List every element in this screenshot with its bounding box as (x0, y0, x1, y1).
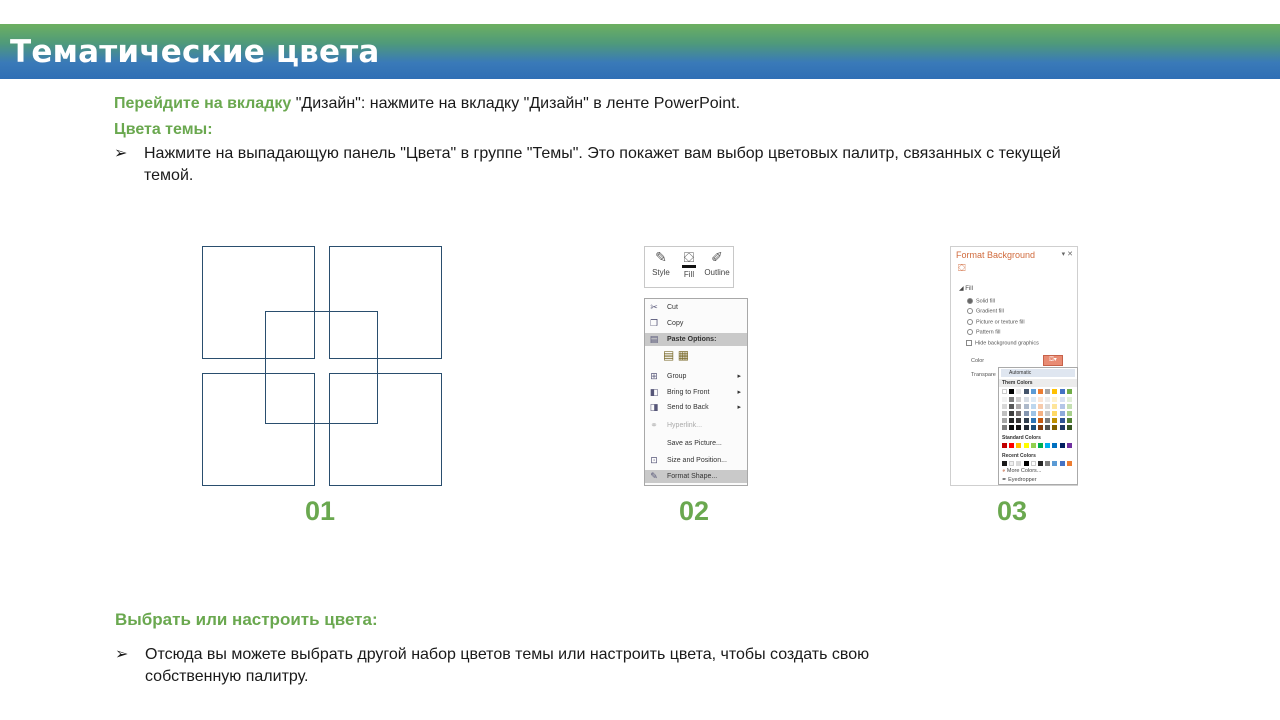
recent-color-row[interactable] (1002, 461, 1074, 466)
step2-bullet-text: Нажмите на выпадающую панель "Цвета" в г… (144, 145, 1061, 184)
square-bottom-left (202, 373, 315, 486)
chevron-down-icon: ▾ (1061, 251, 1066, 258)
recent-colors-header: Recent Colors (999, 452, 1077, 460)
style-button[interactable]: ✎ Style (647, 249, 675, 277)
more-colors-link[interactable]: ◕ More Colors... (1002, 468, 1042, 474)
theme-shade-row[interactable] (1002, 418, 1074, 423)
size-position-icon: ⊡ (650, 455, 658, 465)
paint-bucket-dropdown-icon: ⛋▾ (1049, 357, 1057, 363)
checkbox-icon (966, 340, 972, 346)
number-02: 02 (679, 496, 710, 526)
paste-keep-format-icon[interactable]: ▤ (663, 348, 675, 362)
option-gradient-fill[interactable]: Gradient fill (967, 308, 1004, 314)
collapse-triangle-icon: ◢ (959, 286, 964, 292)
radio-selected-icon (967, 298, 973, 304)
automatic-color-option[interactable]: Automatic (1001, 369, 1075, 377)
outline-pen-icon: ✐ (711, 249, 723, 265)
menu-item-format-shape[interactable]: ✎ Format Shape... (645, 470, 747, 483)
theme-shade-row[interactable] (1002, 425, 1074, 430)
close-icon: ✕ (1067, 251, 1073, 258)
transparency-label: Transpare (971, 372, 996, 378)
group-icon: ⊞ (650, 371, 658, 381)
menu-item-bring-to-front[interactable]: ◧ Bring to Front ▸ (649, 387, 741, 397)
format-shape-icon: ✎ (650, 471, 658, 481)
menu-item-send-to-back[interactable]: ◨ Send to Back ▸ (649, 402, 741, 412)
hide-background-checkbox[interactable]: Hide background graphics (966, 340, 1039, 346)
style-icon: ✎ (655, 249, 667, 265)
send-back-icon: ◨ (649, 402, 659, 412)
outline-button[interactable]: ✐ Outline (703, 249, 731, 277)
step3-bullet-text: Отсюда вы можете выбрать другой набор цв… (145, 646, 870, 685)
radio-icon (967, 319, 973, 325)
fill-section-header[interactable]: ◢ Fill (959, 286, 973, 292)
square-top-right (329, 246, 442, 359)
fill-label: Fill (683, 270, 695, 279)
theme-color-row[interactable] (1002, 389, 1074, 394)
menu-item-copy[interactable]: ❐ Copy (649, 318, 684, 328)
title-bar: Тематические цвета (0, 24, 1280, 79)
fill-button[interactable]: ⛋ Fill (675, 249, 703, 279)
color-popup: Automatic Them Colors Standard Colors Re… (998, 367, 1078, 485)
pane-title: Format Background (956, 250, 1036, 260)
bullet-arrow-icon: ➢ (114, 145, 128, 162)
menu-item-size-and-position[interactable]: ⊡ Size and Position... (650, 455, 727, 465)
menu-item-save-as-picture[interactable]: Save as Picture... (667, 440, 722, 447)
menu-header-paste-options: ▤ Paste Options: (645, 333, 747, 346)
menu-item-group[interactable]: ⊞ Group ▸ (650, 371, 741, 381)
standard-color-row[interactable] (1002, 443, 1074, 448)
theme-colors-header: Them Colors (999, 379, 1077, 387)
shape-toolbar: ✎ Style ⛋ Fill ✐ Outline (644, 246, 734, 288)
step1-label: Перейдите на вкладку (114, 95, 292, 112)
submenu-arrow-icon: ▸ (737, 404, 741, 411)
color-picker-button[interactable]: ⛋▾ (1043, 355, 1063, 366)
fill-bucket-icon: ⛋ (683, 249, 695, 265)
eyedropper-icon: ✒ (1002, 477, 1007, 483)
number-03: 03 (997, 496, 1028, 526)
page-title: Тематические цвета (10, 34, 380, 70)
paste-picture-icon[interactable]: ▦ (677, 348, 690, 362)
paste-icon: ▤ (649, 334, 659, 344)
square-center (265, 311, 378, 424)
bring-front-icon: ◧ (649, 387, 659, 397)
fill-color-bar (682, 265, 696, 268)
format-background-pane: Format Background ▾ ✕ ⛋ ◢ Fill Solid fil… (950, 246, 1078, 486)
pane-controls[interactable]: ▾ ✕ (1062, 250, 1073, 258)
step2-label: Цвета темы: (114, 121, 213, 138)
option-picture-fill[interactable]: Picture or texture fill (967, 319, 1025, 325)
menu-item-cut[interactable]: ✂ Cut (650, 302, 678, 312)
submenu-arrow-icon: ▸ (737, 389, 741, 396)
copy-icon: ❐ (649, 318, 659, 328)
menu-item-hyperlink: ⚭ Hyperlink... (650, 420, 703, 430)
context-menu: ✂ Cut ❐ Copy ▤ Paste Options: ▤ ▦ ⊞ Grou… (644, 298, 748, 486)
bullet-arrow-icon: ➢ (115, 646, 129, 663)
theme-tint-row[interactable] (1002, 411, 1074, 416)
palette-icon: ◕ (1002, 468, 1006, 474)
option-solid-fill[interactable]: Solid fill (967, 298, 995, 304)
standard-colors-header: Standard Colors (999, 434, 1077, 442)
theme-tint-row[interactable] (1002, 397, 1074, 402)
color-label: Color (971, 358, 985, 364)
step1-paragraph: Перейдите на вкладку "Дизайн": нажмите н… (114, 93, 740, 115)
radio-icon (967, 329, 973, 335)
style-label: Style (652, 268, 670, 277)
theme-tint-row[interactable] (1002, 404, 1074, 409)
scissors-icon: ✂ (650, 302, 658, 312)
hyperlink-icon: ⚭ (650, 420, 658, 430)
submenu-arrow-icon: ▸ (737, 373, 741, 380)
step1-text: "Дизайн": нажмите на вкладку "Дизайн" в … (291, 95, 741, 112)
outline-label: Outline (704, 268, 730, 277)
number-01: 01 (305, 496, 336, 526)
fill-bucket-icon[interactable]: ⛋ (958, 263, 966, 274)
radio-icon (967, 308, 973, 314)
eyedropper-link[interactable]: ✒ Eyedropper (1002, 477, 1037, 483)
square-bottom-right (329, 373, 442, 486)
option-pattern-fill[interactable]: Pattern fill (967, 329, 1000, 335)
step3-label: Выбрать или настроить цвета: (115, 610, 378, 629)
paste-option-icons[interactable]: ▤ ▦ (663, 348, 689, 362)
square-top-left (202, 246, 315, 359)
